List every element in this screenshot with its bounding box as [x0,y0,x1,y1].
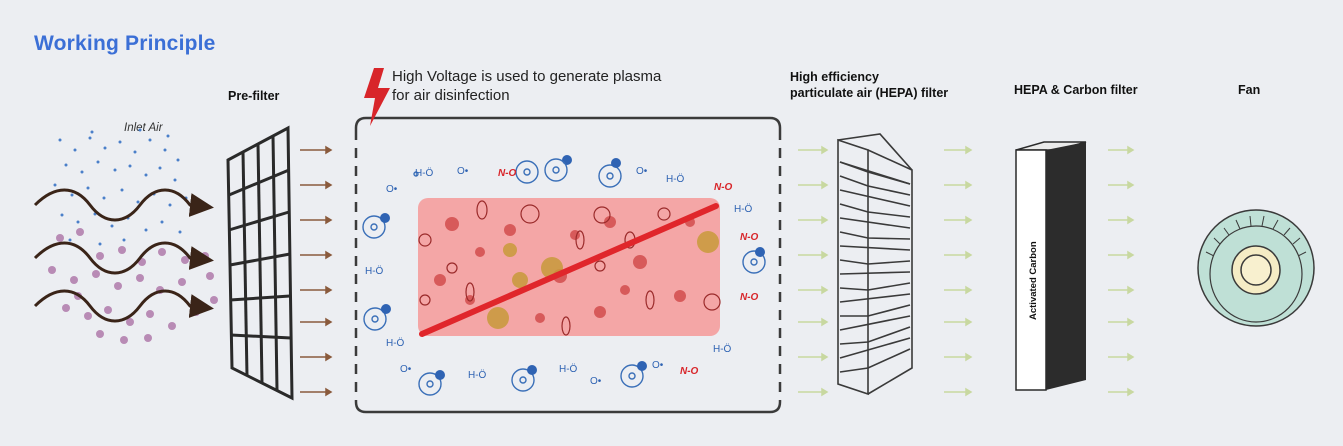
inlet-air-label: Inlet Air [124,122,163,134]
ring-large-left [544,158,568,182]
mol-water: H-Ö [666,173,685,185]
hepa-label-line1: High efficiency [790,70,879,84]
mol-nitric: N-O [680,366,699,377]
green-arrows-2 [944,145,973,397]
mol-nitric: N-O [740,232,759,243]
plasma-label: High Voltage is used to generate plasma … [392,67,661,105]
mol-oxygen: O• [400,364,412,375]
carbon-filter-block [1015,141,1087,391]
ion-dots [380,155,765,380]
mol-nitric: N-O [714,182,733,193]
hepa-label: High efficiency particulate air (HEPA) f… [790,69,948,101]
mol-nitric: N-O [740,292,759,303]
activated-carbon-label: Activated Carbon [1028,241,1039,320]
prefilter-grid [226,125,294,401]
mol-water: H-Ö [468,369,487,381]
mol-water: H-Ö [415,167,434,179]
mol-water: H-Ö [559,363,578,375]
mol-water: H-Ö [386,337,405,349]
hepa-label-line2: particulate air (HEPA) filter [790,86,949,100]
fan-icon [1197,209,1315,327]
prefilter-out-arrows [300,145,333,397]
lightning-icon [364,68,390,126]
mol-nitric: N-O [498,168,517,179]
mol-water: H-Ö [734,203,753,215]
green-arrows-3 [1108,145,1135,397]
mol-oxygen: O• [457,166,469,177]
inlet-air-particles [48,128,218,344]
mol-water: H-Ö [365,265,384,277]
ion-rings [362,160,766,396]
hepa-filter [837,133,913,396]
page-title: Working Principle [34,32,216,55]
mol-oxygen: O• [636,166,648,177]
mol-oxygen: O• [652,360,664,371]
plasma-label-line2: for air disinfection [392,87,510,104]
green-arrows-1 [798,145,829,397]
molecule-labels: H-Ö O• N-O O• H-Ö N-O O• H-Ö N-O H-Ö N-O… [365,166,759,387]
plasma-chamber [354,116,782,414]
mol-oxygen: O• [590,376,602,387]
fan-label: Fan [1238,83,1261,97]
carbon-filter-label: HEPA & Carbon filter [1014,83,1138,97]
mol-oxygen: O• [386,184,398,195]
inlet-air-arrows [33,188,214,323]
prefilter-label: Pre-filter [228,89,280,103]
mol-water: H-Ö [713,343,732,355]
plasma-zone [418,198,721,337]
plasma-label-line1: High Voltage is used to generate plasma [392,68,662,85]
